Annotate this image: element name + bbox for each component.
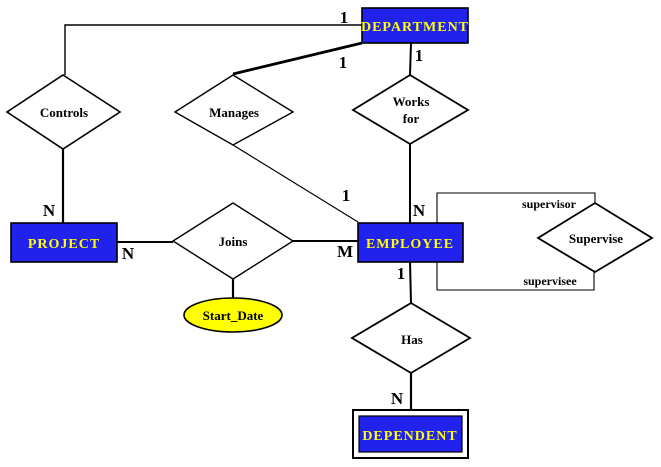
dependent-inner-box: [358, 415, 463, 453]
start-date-ellipse: [183, 297, 283, 333]
works-for-diamond: [351, 73, 470, 146]
cardinality-works-for-employee: N: [413, 201, 426, 220]
start-date-label: Start_Date: [203, 308, 264, 323]
connector-manages-employee: [232, 144, 359, 223]
relationship-joins: Joins: [171, 202, 295, 280]
cardinality-department-works-for: 1: [415, 46, 424, 65]
entity-department: DEPARTMENT: [361, 7, 469, 44]
relationship-has: Has: [350, 301, 472, 375]
entity-project: PROJECT: [10, 222, 118, 263]
supervise-label: Supervise: [569, 231, 623, 246]
department-box: [361, 7, 469, 44]
connector-employee-supervise-supervisee: [436, 262, 595, 291]
employee-label: EMPLOYEE: [366, 237, 454, 252]
controls-diamond: [5, 74, 122, 150]
has-diamond: [350, 301, 472, 375]
cardinality-department-manages: 1: [339, 53, 348, 72]
controls-label: Controls: [40, 105, 88, 120]
cardinality-manages-employee: 1: [342, 186, 351, 205]
cardinality-department-controls: 1: [340, 8, 349, 27]
manages-diamond: [173, 74, 295, 146]
cardinality-joins-employee: M: [337, 242, 353, 261]
role-labels: supervisor supervisee: [522, 197, 577, 288]
relationship-works-for: Works for: [351, 73, 470, 146]
cardinality-project-joins: N: [122, 244, 135, 263]
connector-department-manages: [232, 41, 363, 76]
role-supervisee: supervisee: [523, 274, 577, 288]
role-supervisor: supervisor: [522, 197, 577, 211]
works-for-label-line2: for: [403, 111, 420, 126]
connector-employee-supervise-supervisor: [436, 192, 596, 223]
connector-employee-has: [409, 261, 412, 304]
project-box: [10, 222, 118, 263]
works-for-label-line1: Works: [393, 94, 430, 109]
department-label: DEPARTMENT: [361, 20, 469, 35]
attribute-start-date: Start_Date: [183, 297, 283, 333]
employee-box: [357, 222, 464, 263]
relationship-supervise: Supervise: [536, 201, 654, 274]
joins-label: Joins: [219, 234, 248, 249]
entity-dependent: DEPENDENT: [352, 409, 469, 459]
cardinality-labels: 1 N 1 1 1 N N M 1 N: [43, 8, 426, 408]
joins-diamond: [171, 202, 295, 280]
connector-department-works-for: [409, 42, 412, 76]
relationship-manages: Manages: [173, 74, 295, 146]
supervise-diamond: [536, 201, 654, 274]
manages-label: Manages: [209, 105, 259, 120]
relationship-controls: Controls: [5, 74, 122, 150]
connector-department-controls: [64, 24, 362, 75]
has-label: Has: [401, 332, 423, 347]
entity-employee: EMPLOYEE: [357, 222, 464, 263]
connectors: [61, 24, 596, 410]
cardinality-has-dependent: N: [391, 389, 404, 408]
cardinality-controls-project: N: [43, 201, 56, 220]
cardinality-employee-has: 1: [397, 264, 406, 283]
project-label: PROJECT: [28, 237, 100, 252]
dependent-label: DEPENDENT: [362, 429, 457, 444]
